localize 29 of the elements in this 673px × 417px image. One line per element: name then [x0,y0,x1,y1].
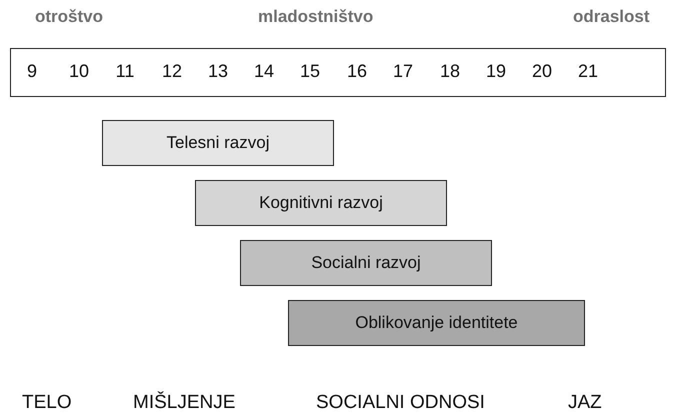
bar-label: Socialni razvoj [311,253,421,273]
bar-label: Telesni razvoj [166,133,270,153]
age-number: 13 [208,61,228,82]
age-number: 11 [116,61,134,82]
bar-label: Kognitivni razvoj [259,193,383,213]
stage-label: mladostništvo [258,7,374,27]
age-number: 17 [392,61,414,82]
stage-label: otroštvo [35,7,103,27]
domain-label: TELO [22,392,72,414]
age-number: 21 [578,61,598,82]
age-number: 19 [486,61,506,82]
stage-label: odraslost [573,7,650,27]
age-number: 12 [162,61,182,82]
age-number: 9 [27,61,37,82]
age-number: 14 [254,61,274,82]
domain-label: MIŠLJENJE [133,392,236,414]
age-number: 16 [346,61,368,82]
timeline-bar [195,180,447,226]
domain-label: SOCIALNI ODNOSI [316,392,485,414]
timeline-bar [240,240,492,286]
timeline-bar [288,300,585,346]
bar-label: Oblikovanje identitete [355,313,518,333]
age-number: 18 [440,61,460,82]
timeline-bar [102,120,334,166]
age-number: 10 [68,61,90,82]
age-number: 20 [532,61,552,82]
age-scale-bar [10,48,666,97]
domain-label: JAZ [568,392,602,414]
age-number: 15 [300,61,320,82]
